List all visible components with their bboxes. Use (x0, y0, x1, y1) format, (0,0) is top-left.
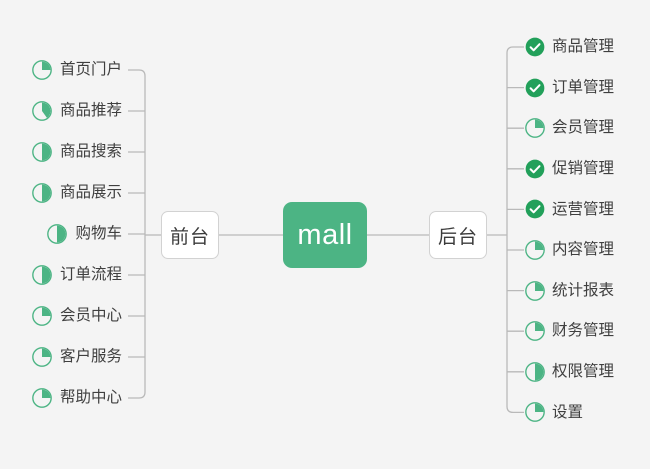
backend-leaf-item[interactable]: 统计报表 (524, 278, 614, 304)
frontend-leaf-label: 首页门户 (59, 61, 122, 79)
frontend-leaf-label: 商品展示 (59, 184, 122, 202)
pie-progress-icon (525, 361, 545, 382)
frontend-leaf-item[interactable]: 帮助中心 (0, 385, 128, 411)
frontend-leaf-label: 商品推荐 (59, 102, 122, 120)
backend-leaf-item[interactable]: 运营管理 (524, 196, 614, 222)
pie-progress-icon (32, 347, 52, 367)
check-circle-icon (525, 78, 545, 97)
pie-progress-icon (32, 142, 52, 162)
backend-leaf-item[interactable]: 订单管理 (524, 75, 614, 101)
pie-progress-icon (32, 388, 52, 408)
pie-progress-icon (525, 240, 545, 260)
branch-node-backend[interactable]: 后台 (429, 211, 487, 259)
backend-leaf-label: 设置 (552, 403, 584, 421)
frontend-leaf-label: 会员中心 (59, 307, 122, 325)
branch-node-backend-label: 后台 (437, 226, 478, 248)
check-circle-icon (525, 37, 545, 57)
frontend-leaf-label: 客户服务 (59, 348, 122, 366)
check-circle-icon (525, 159, 545, 179)
backend-leaf-label: 财务管理 (552, 322, 615, 340)
frontend-leaf-item[interactable]: 商品搜索 (0, 139, 128, 165)
backend-leaf-item[interactable]: 权限管理 (524, 359, 614, 385)
backend-leaf-label: 促销管理 (552, 160, 615, 178)
backend-leaf-label: 商品管理 (552, 38, 615, 56)
root-node-label: mall (297, 218, 353, 251)
frontend-leaf-item[interactable]: 商品推荐 (0, 98, 128, 124)
backend-leaf-item[interactable]: 设置 (524, 399, 583, 425)
backend-leaf-label: 内容管理 (552, 241, 615, 259)
backend-leaf-label: 运营管理 (552, 200, 615, 218)
pie-progress-icon (525, 118, 545, 139)
frontend-leaf-item[interactable]: 订单流程 (0, 262, 128, 288)
pie-progress-icon (47, 224, 68, 244)
pie-progress-icon (525, 402, 545, 423)
backend-leaf-item[interactable]: 会员管理 (524, 115, 614, 141)
frontend-leaf-label: 订单流程 (59, 266, 122, 284)
backend-leaf-item[interactable]: 内容管理 (524, 237, 614, 263)
root-node-mall[interactable]: mall (283, 202, 367, 268)
frontend-leaf-item[interactable]: 首页门户 (0, 57, 128, 83)
connector-path (506, 46, 524, 414)
frontend-leaf-item[interactable]: 商品展示 (0, 180, 128, 206)
check-circle-icon (525, 200, 545, 219)
pie-progress-icon (525, 321, 545, 342)
backend-leaf-item[interactable]: 促销管理 (524, 156, 614, 182)
frontend-leaf-item[interactable]: 会员中心 (0, 303, 128, 329)
backend-leaf-label: 订单管理 (552, 78, 615, 96)
pie-progress-icon (32, 306, 52, 326)
pie-progress-icon (32, 265, 52, 285)
frontend-leaf-label: 帮助中心 (59, 389, 122, 407)
branch-node-frontend[interactable]: 前台 (161, 211, 219, 259)
pie-progress-icon (32, 101, 52, 121)
frontend-leaf-label: 商品搜索 (59, 143, 122, 161)
frontend-leaf-item[interactable]: 客户服务 (0, 344, 128, 370)
backend-leaf-label: 权限管理 (552, 363, 615, 381)
backend-leaf-item[interactable]: 财务管理 (524, 318, 614, 344)
frontend-leaf-label: 购物车 (75, 225, 122, 243)
branch-node-frontend-label: 前台 (169, 226, 210, 248)
pie-progress-icon (32, 60, 52, 80)
backend-leaf-label: 会员管理 (552, 119, 615, 137)
backend-leaf-item[interactable]: 商品管理 (524, 34, 614, 60)
pie-progress-icon (525, 280, 545, 301)
frontend-leaf-item[interactable]: 购物车 (0, 221, 128, 247)
pie-progress-icon (32, 183, 52, 203)
backend-leaf-label: 统计报表 (552, 281, 615, 299)
